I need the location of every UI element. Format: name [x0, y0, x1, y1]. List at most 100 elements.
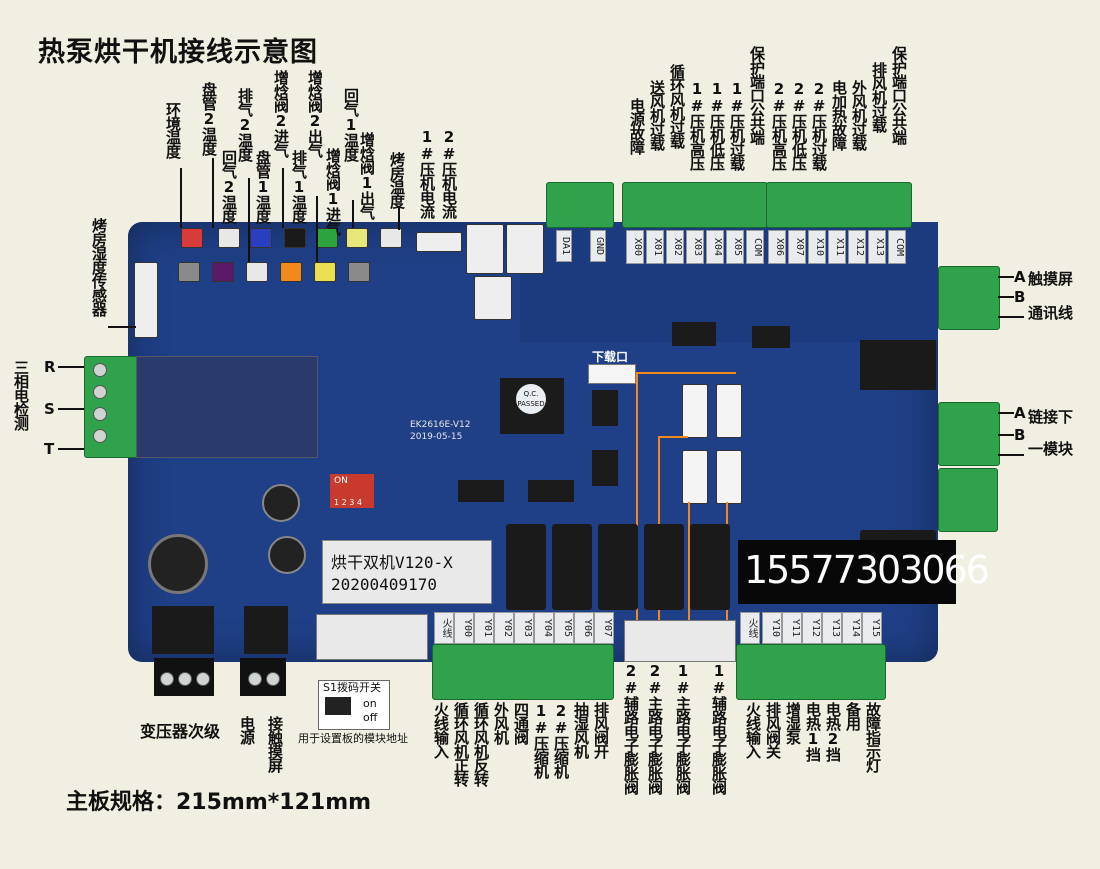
label-comp1-low: 1#压机低压 — [708, 80, 726, 170]
label-exhaust2-temp: 排气2温度 — [236, 88, 254, 161]
label-evi2-out: 增焓阀2出气 — [306, 70, 324, 157]
power-connector — [244, 606, 288, 654]
leader-line — [282, 168, 284, 228]
jst-connector — [380, 228, 402, 248]
eev-connector — [716, 450, 742, 504]
label-eev1-aux: 1#辅路电子膨胀阀 — [710, 662, 728, 794]
label-coil1-temp: 盘管1温度 — [254, 150, 272, 223]
label-exhaust-fan-overload: 排风机过载 — [870, 62, 888, 132]
download-port — [588, 364, 636, 384]
board-spec: 主板规格：215mm*121mm — [66, 790, 372, 815]
molex-connector — [474, 276, 512, 320]
label-comm-line: 通讯线 — [1028, 304, 1074, 322]
label-heater-fault: 电加热故障 — [830, 80, 848, 150]
label-outer-fan: 外风机 — [492, 702, 510, 744]
screw — [93, 429, 107, 443]
label-exhaust-valve-open: 排风阀开 — [592, 702, 610, 758]
label-touch-a: A — [1014, 268, 1026, 286]
leader-line — [998, 296, 1014, 298]
label-return2-temp: 回气2温度 — [220, 150, 238, 223]
label-evi1-out: 增焓阀1出气 — [358, 132, 376, 219]
leader-line — [998, 412, 1014, 414]
leader-line — [212, 158, 214, 228]
leader-line — [316, 196, 318, 262]
screw — [160, 672, 174, 686]
capacitor — [262, 484, 300, 522]
label-touch-screen: 触摸屏 — [1028, 270, 1074, 288]
model-plate: 烘干双机V120-X 20200409170 — [322, 540, 492, 604]
chip-code: EK2616E-V12 — [410, 420, 471, 430]
terminal-da1 — [546, 182, 614, 228]
label-link-a: A — [1014, 404, 1026, 422]
leader-line — [998, 454, 1024, 456]
fuse-holder — [316, 614, 428, 660]
leader-line — [108, 326, 136, 328]
terminal-x-inputs-2 — [766, 182, 912, 228]
eev-connector — [716, 384, 742, 438]
pin-label: Y00 — [454, 612, 474, 644]
jst-connector — [314, 262, 336, 282]
label-link-b: B — [1014, 426, 1026, 444]
label-comp2-low: 2#压机低压 — [790, 80, 808, 170]
pin-label: X04 — [706, 230, 724, 264]
label-fault-lamp: 故障指示灯 — [864, 702, 882, 772]
pin-label: 火线 — [434, 612, 454, 644]
label-humidity-sensor: 烤房湿度传感器 — [90, 218, 108, 316]
label-four-way-valve: 四通阀 — [512, 702, 530, 744]
label-comp1-current: 1#压机电流 — [418, 128, 436, 218]
capacitor — [268, 536, 306, 574]
screw — [196, 672, 210, 686]
pin-label: Y05 — [554, 612, 574, 644]
ic-chip — [528, 480, 574, 502]
leader-line — [180, 168, 182, 228]
pin-label: Y03 — [514, 612, 534, 644]
label-circ-fan-rev: 循环风机反转 — [472, 702, 490, 786]
pin-label: 火线 — [740, 612, 760, 644]
orange-wire — [688, 502, 690, 660]
ic-chip — [752, 326, 790, 348]
terminal-extra — [938, 468, 998, 532]
relay — [552, 524, 592, 610]
leader-line — [398, 206, 400, 230]
pin-label: Y07 — [594, 612, 614, 644]
label-comp2-current: 2#压机电流 — [440, 128, 458, 218]
label-comp2-high: 2#压机高压 — [770, 80, 788, 170]
pin-label: GND — [590, 230, 606, 262]
leader-line — [998, 316, 1024, 318]
orange-wire — [636, 372, 736, 374]
jst-connector — [280, 262, 302, 282]
terminal-y-outputs-right — [736, 644, 886, 700]
jst-connector — [250, 228, 272, 248]
jst-connector — [218, 228, 240, 248]
screw — [93, 407, 107, 421]
label-heater-2: 电热2挡 — [824, 702, 842, 761]
qc-sticker: Q.C. PASSED — [516, 384, 546, 414]
screw — [178, 672, 192, 686]
label-comp2: 2#压缩机 — [552, 702, 570, 778]
pin-label: Y11 — [782, 612, 802, 644]
dip-switch-icon — [325, 697, 351, 715]
pin-label: DA1 — [556, 230, 572, 262]
eev-connector — [682, 384, 708, 438]
pin-label: X01 — [646, 230, 664, 264]
pin-label: COM — [746, 230, 764, 264]
dip-on-label: ON — [334, 476, 348, 486]
pin-label: Y13 — [822, 612, 842, 644]
ic-chip — [592, 390, 618, 426]
download-port-label: 下载口 — [592, 350, 629, 364]
pin-label: X02 — [666, 230, 684, 264]
terminal-three-phase — [84, 356, 138, 458]
ic-chip — [458, 480, 504, 502]
fuse-holder — [624, 620, 736, 662]
screw — [266, 672, 280, 686]
label-transformer: 变压器次级 — [140, 722, 221, 741]
label-touch-b: B — [1014, 288, 1026, 306]
label-power-fault: 电源故障 — [628, 98, 646, 154]
jst-connector — [212, 262, 234, 282]
label-supply-fan-overload: 送风机过载 — [648, 80, 666, 150]
label-comp1-overload: 1#压机过载 — [728, 80, 746, 170]
relay — [598, 524, 638, 610]
jst-connector — [246, 262, 268, 282]
terminal-transformer — [154, 658, 214, 696]
dip-legend: S1拨码开关 on off — [318, 680, 390, 730]
